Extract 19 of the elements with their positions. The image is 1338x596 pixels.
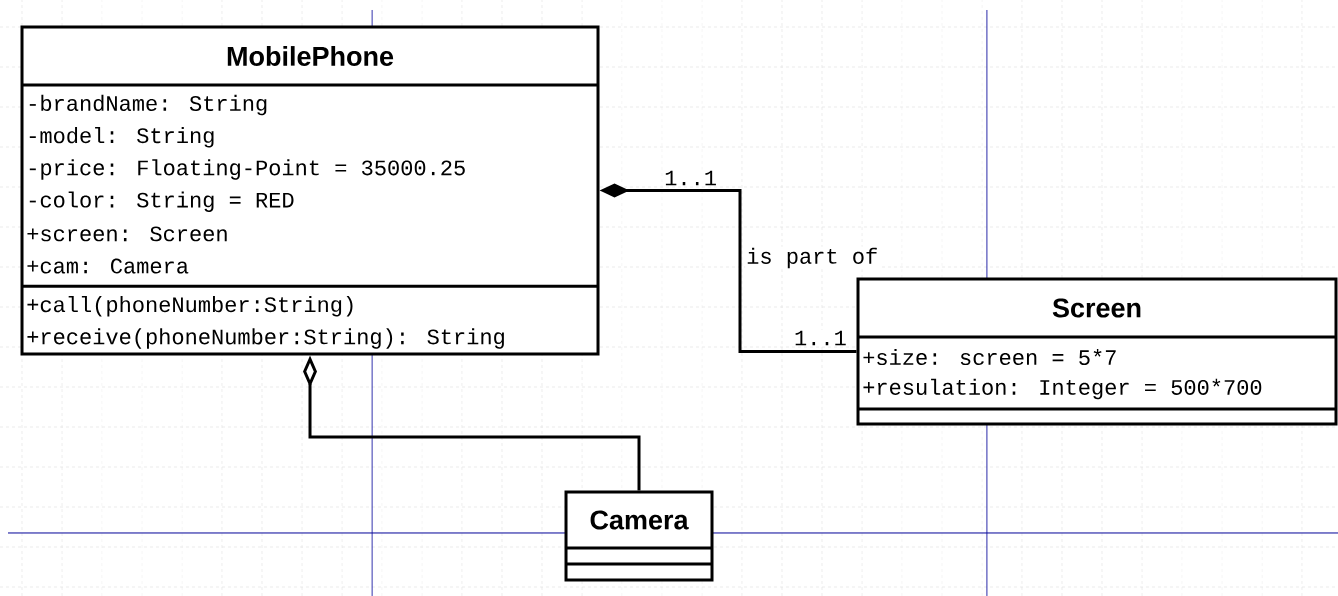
- class-name: MobilePhone: [227, 46, 394, 66]
- edge-label: is part of: [745, 246, 880, 270]
- attribute-text: -color: String = RED: [29, 191, 294, 212]
- class-name: Screen: [1052, 298, 1141, 318]
- method-text: +receive(phoneNumber:String): String: [27, 328, 504, 349]
- attribute-text: -model: String: [29, 127, 214, 148]
- attribute-text: +cam: Camera: [27, 258, 189, 274]
- class-box: [564, 490, 714, 582]
- attribute-text: -price: Floating-Point = 35000.25: [29, 159, 465, 180]
- class-box: [20, 25, 600, 356]
- class-box: [856, 277, 1338, 426]
- multiplicity-label: 1..1: [793, 329, 848, 347]
- attribute-text: +screen: Screen: [27, 226, 227, 242]
- attribute-text: +size: screen = 5*7: [863, 348, 1116, 366]
- attribute-text: -brandName: String: [29, 94, 267, 116]
- method-text: +call(phoneNumber:String): [27, 296, 353, 317]
- class-name: Camera: [590, 510, 689, 530]
- multiplicity-label: 1..1: [663, 169, 718, 187]
- attribute-text: +resulation: Integer = 500*700: [863, 378, 1262, 400]
